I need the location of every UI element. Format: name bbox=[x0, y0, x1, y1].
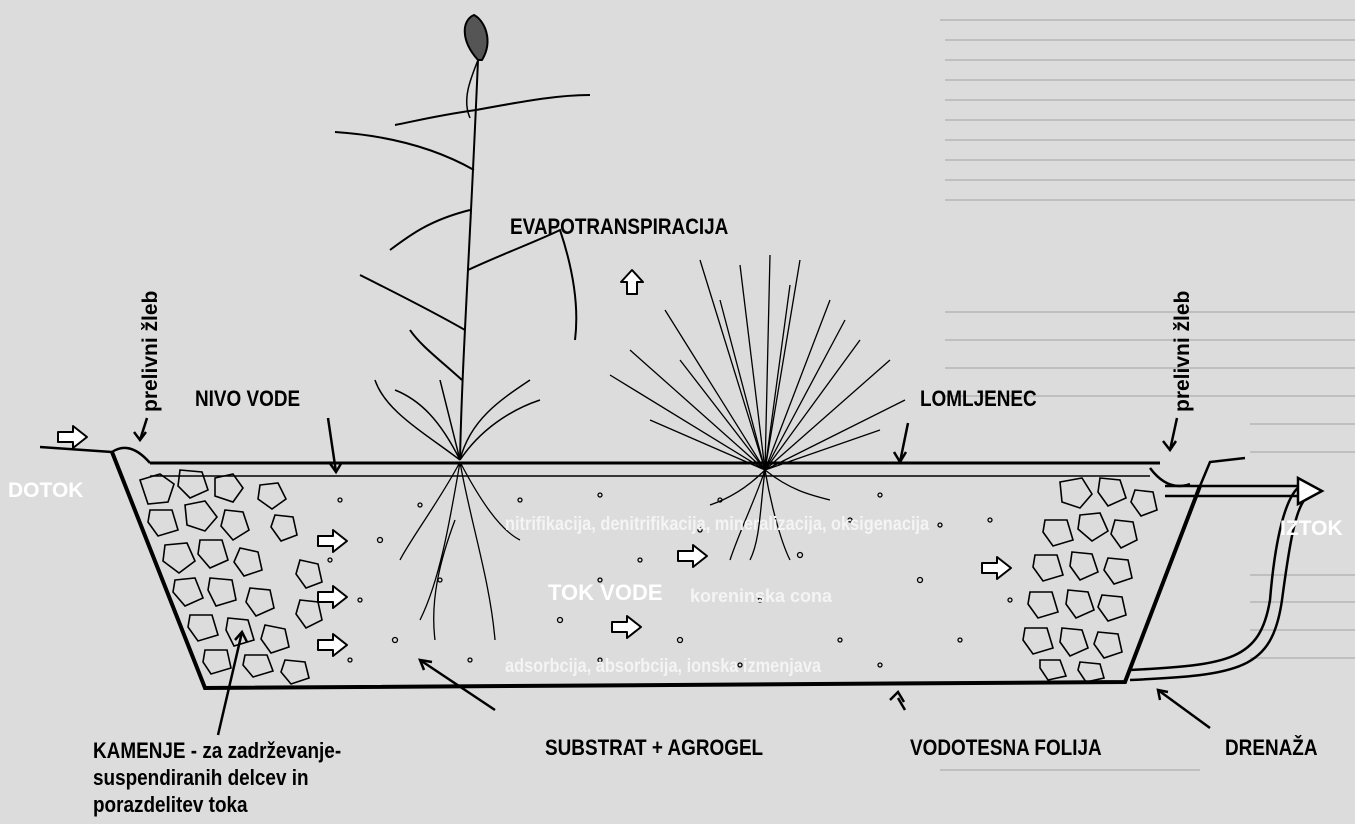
flow-arrows bbox=[58, 426, 1011, 656]
liner-label: VODOTESNA FOLIJA bbox=[910, 737, 1102, 759]
outline-arrow-right-icon bbox=[318, 530, 347, 552]
outline-arrow-right-icon bbox=[612, 616, 641, 638]
stone-fill-left bbox=[140, 470, 322, 684]
outline-arrow-right-icon bbox=[318, 634, 347, 656]
reed-base-leaves bbox=[375, 380, 540, 460]
outline-arrow-right-icon bbox=[982, 557, 1011, 579]
root-zone-label: koreninska cona bbox=[690, 587, 832, 605]
reed-plant bbox=[335, 15, 590, 640]
wetland-basin bbox=[40, 447, 1245, 688]
drainage-pipe bbox=[1130, 478, 1322, 680]
stones-label: KAMENJE - za zadrževanje- suspendiranih … bbox=[93, 737, 377, 818]
overflow-trough-right bbox=[1150, 468, 1190, 486]
water-flow-label: TOK VODE bbox=[548, 582, 663, 604]
overflow-left-label: prelivni žleb bbox=[140, 291, 161, 412]
gravel-top-label: LOMLJENEC bbox=[920, 388, 1037, 410]
outflow-label: IZTOK bbox=[1280, 518, 1343, 539]
outline-arrow-right-icon bbox=[1298, 478, 1322, 504]
outline-arrow-right-icon bbox=[318, 586, 347, 608]
reed-roots bbox=[400, 462, 520, 640]
outline-arrow-right-icon bbox=[678, 545, 707, 567]
water-level-label: NIVO VODE bbox=[195, 388, 300, 410]
ground-right bbox=[1200, 458, 1245, 486]
overflow-trough-left bbox=[112, 448, 150, 463]
drainage-label: DRENAŽA bbox=[1225, 737, 1318, 759]
processes-top-label: nitrifikacija, denitrifikacija, minerali… bbox=[505, 515, 929, 534]
ground-left bbox=[40, 447, 112, 452]
inflow-label: DOTOK bbox=[8, 480, 83, 501]
reed-stem bbox=[460, 60, 478, 460]
evapotranspiration-label: EVAPOTRANSPIRACIJA bbox=[510, 216, 728, 238]
outline-arrow-right-icon bbox=[58, 426, 87, 448]
processes-bottom-label: adsorbcija, absorbcija, ionska izmenjava bbox=[505, 657, 821, 676]
reed-plume bbox=[465, 15, 488, 60]
outline-arrow-up-icon bbox=[621, 270, 643, 294]
overflow-right-label: prelivni žleb bbox=[1172, 291, 1193, 412]
substrate-label: SUBSTRAT + AGROGEL bbox=[545, 737, 763, 759]
